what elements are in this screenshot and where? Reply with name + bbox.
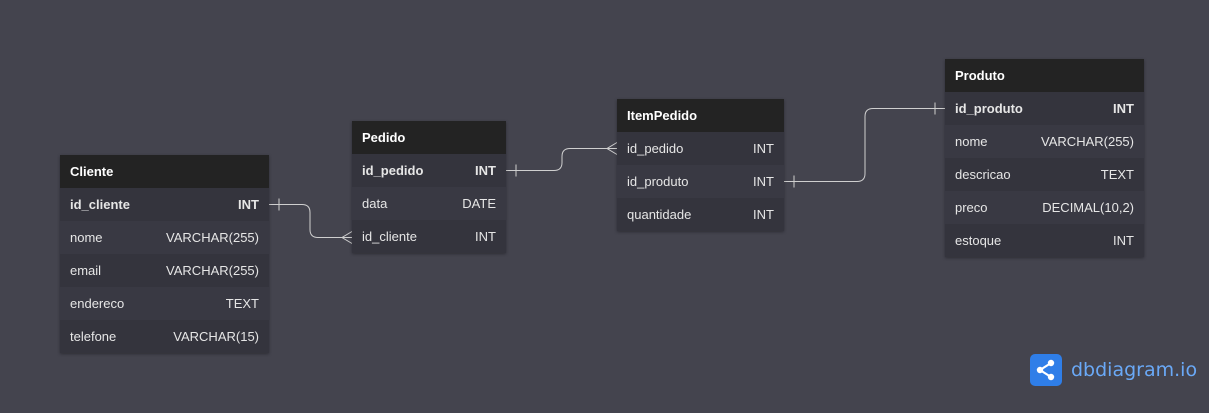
column-name: id_pedido — [627, 141, 684, 156]
column-name: id_cliente — [70, 197, 130, 212]
table-itempedido[interactable]: ItemPedido id_pedido INT id_produto INT … — [617, 99, 784, 231]
many-marker — [606, 142, 618, 155]
column-name: descricao — [955, 167, 1011, 182]
table-row[interactable]: endereco TEXT — [60, 287, 269, 320]
table-row[interactable]: id_produto INT — [617, 165, 784, 198]
column-type: DATE — [462, 196, 496, 211]
column-type: INT — [238, 197, 259, 212]
table-row[interactable]: id_pedido INT — [617, 132, 784, 165]
table-header[interactable]: ItemPedido — [617, 99, 784, 132]
column-type: VARCHAR(255) — [166, 230, 259, 245]
column-type: INT — [753, 207, 774, 222]
column-type: INT — [475, 163, 496, 178]
column-type: INT — [1113, 101, 1134, 116]
column-name: id_produto — [627, 174, 689, 189]
table-header[interactable]: Cliente — [60, 155, 269, 188]
column-type: VARCHAR(255) — [1041, 134, 1134, 149]
column-type: TEXT — [1100, 167, 1134, 182]
dbdiagram-logo-icon — [1030, 354, 1062, 386]
column-type: INT — [753, 174, 774, 189]
column-name: estoque — [955, 233, 1002, 248]
table-produto[interactable]: Produto id_produto INT nome VARCHAR(255)… — [945, 59, 1144, 257]
table-row[interactable]: id_produto INT — [945, 92, 1144, 125]
table-row[interactable]: nome VARCHAR(255) — [945, 125, 1144, 158]
column-name: data — [362, 196, 388, 211]
column-type: VARCHAR(15) — [173, 329, 259, 344]
column-name: id_produto — [955, 101, 1023, 116]
column-name: nome — [955, 134, 988, 149]
table-row[interactable]: descricao TEXT — [945, 158, 1144, 191]
table-row[interactable]: id_cliente INT — [60, 188, 269, 221]
brand-label: dbdiagram.io — [1071, 359, 1198, 381]
rel-produto-itempedido — [784, 108, 945, 182]
many-marker — [341, 231, 353, 244]
table-row[interactable]: email VARCHAR(255) — [60, 254, 269, 287]
rel-pedido-itempedido — [506, 148, 617, 171]
table-row[interactable]: id_cliente INT — [352, 220, 506, 253]
column-name: email — [70, 263, 102, 278]
column-name: telefone — [70, 329, 117, 344]
column-type: DECIMAL(10,2) — [1042, 200, 1134, 215]
column-type: VARCHAR(255) — [166, 263, 259, 278]
column-name: nome — [70, 230, 103, 245]
table-row[interactable]: estoque INT — [945, 224, 1144, 257]
table-row[interactable]: quantidade INT — [617, 198, 784, 231]
column-name: id_pedido — [362, 163, 424, 178]
table-row[interactable]: data DATE — [352, 187, 506, 220]
table-row[interactable]: nome VARCHAR(255) — [60, 221, 269, 254]
rel-cliente-pedido — [269, 204, 352, 238]
column-type: TEXT — [225, 296, 259, 311]
column-type: INT — [753, 141, 774, 156]
table-header[interactable]: Produto — [945, 59, 1144, 92]
table-cliente[interactable]: Cliente id_cliente INT nome VARCHAR(255)… — [60, 155, 269, 353]
table-pedido[interactable]: Pedido id_pedido INT data DATE id_client… — [352, 121, 506, 253]
column-name: quantidade — [627, 207, 692, 222]
table-row[interactable]: preco DECIMAL(10,2) — [945, 191, 1144, 224]
column-name: id_cliente — [362, 229, 417, 244]
column-name: preco — [955, 200, 988, 215]
table-row[interactable]: telefone VARCHAR(15) — [60, 320, 269, 353]
column-type: INT — [1113, 233, 1134, 248]
column-type: INT — [475, 229, 496, 244]
table-header[interactable]: Pedido — [352, 121, 506, 154]
table-row[interactable]: id_pedido INT — [352, 154, 506, 187]
brand-watermark[interactable]: dbdiagram.io — [1030, 354, 1197, 386]
column-name: endereco — [70, 296, 125, 311]
